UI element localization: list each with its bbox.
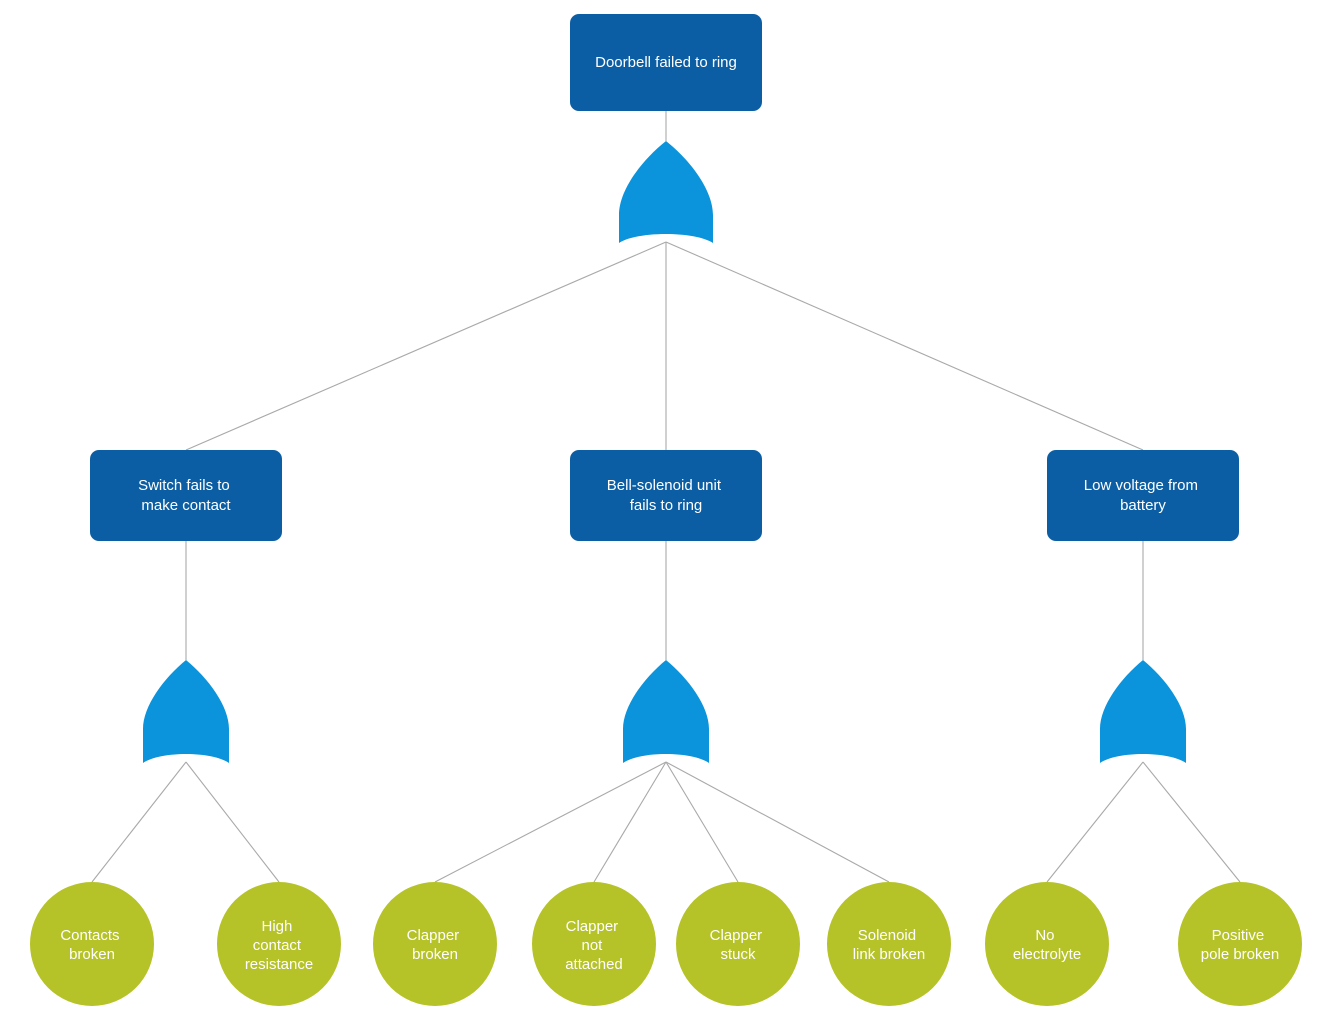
basic-event-high-contact-resistance[interactable]: High contact resistance	[217, 882, 341, 1006]
clapper-broken-circle[interactable]	[373, 882, 497, 1006]
or-gate-icon-top[interactable]	[619, 141, 713, 243]
solenoid-link-broken-circle[interactable]	[827, 882, 951, 1006]
connector-gate-bell-to-solenoid-link-broken	[665, 761, 890, 883]
connector-gate-switch-to-contacts-broken	[91, 761, 187, 883]
no-electrolyte-circle[interactable]	[985, 882, 1109, 1006]
clapper-not-attached-circle[interactable]	[532, 882, 656, 1006]
high-contact-resistance-label: High contact resistance	[245, 918, 313, 973]
positive-pole-broken-circle[interactable]	[1178, 882, 1302, 1006]
or-gate-icon-switch[interactable]	[143, 660, 229, 763]
basic-event-no-electrolyte[interactable]: No electrolyte	[985, 882, 1109, 1006]
basic-event-clapper-stuck[interactable]: Clapper stuck	[676, 882, 800, 1006]
connector-gate-battery-to-positive-pole-broken	[1142, 761, 1241, 883]
connector-gate-top-to-switch-fails	[185, 241, 667, 451]
top-event-box[interactable]	[570, 14, 762, 111]
connector-gate-bell-to-clapper-stuck	[665, 761, 739, 883]
or-gate-icon-bell[interactable]	[623, 660, 709, 763]
switch-fails-label: Switch fails to make contact	[138, 477, 234, 514]
positive-pole-broken-label: Positive pole broken	[1201, 927, 1279, 963]
low-voltage-label: Low voltage from battery	[1084, 477, 1202, 514]
clapper-not-attached-label: Clapper not attached	[565, 918, 623, 973]
top-event-label: Doorbell failed to ring	[595, 54, 737, 71]
intermediate-event-switch-fails[interactable]: Switch fails to make contact	[90, 450, 282, 541]
contacts-broken-circle[interactable]	[30, 882, 154, 1006]
connector-gate-switch-to-high-contact-resistance	[185, 761, 280, 883]
gate-top[interactable]	[619, 141, 713, 243]
switch-fails-box[interactable]	[90, 450, 282, 541]
contacts-broken-label: Contacts broken	[60, 927, 123, 963]
clapper-broken-label: Clapper broken	[407, 927, 464, 963]
connector-group	[91, 111, 1241, 883]
top-event-node[interactable]: Doorbell failed to ring	[570, 14, 762, 111]
gate-switch[interactable]	[143, 660, 229, 763]
basic-event-solenoid-link-broken[interactable]: Solenoid link broken	[827, 882, 951, 1006]
or-gate-icon-battery[interactable]	[1100, 660, 1186, 763]
connector-gate-battery-to-no-electrolyte	[1046, 761, 1144, 883]
connector-gate-bell-to-clapper-broken	[434, 761, 667, 883]
clapper-stuck-label: Clapper stuck	[710, 927, 767, 963]
gate-bell[interactable]	[623, 660, 709, 763]
clapper-stuck-circle[interactable]	[676, 882, 800, 1006]
basic-event-clapper-not-attached[interactable]: Clapper not attached	[532, 882, 656, 1006]
connector-gate-bell-to-clapper-not-attached	[593, 761, 667, 883]
intermediate-event-low-voltage[interactable]: Low voltage from battery	[1047, 450, 1239, 541]
basic-event-clapper-broken[interactable]: Clapper broken	[373, 882, 497, 1006]
no-electrolyte-label: No electrolyte	[1013, 927, 1081, 963]
intermediate-event-bell-solenoid[interactable]: Bell-solenoid unit fails to ring	[570, 450, 762, 541]
bell-solenoid-box[interactable]	[570, 450, 762, 541]
basic-event-contacts-broken[interactable]: Contacts broken	[30, 882, 154, 1006]
bell-solenoid-label: Bell-solenoid unit fails to ring	[607, 477, 725, 514]
gate-battery[interactable]	[1100, 660, 1186, 763]
solenoid-link-broken-label: Solenoid link broken	[853, 927, 926, 963]
high-contact-resistance-circle[interactable]	[217, 882, 341, 1006]
connector-gate-top-to-low-voltage	[665, 241, 1144, 451]
low-voltage-box[interactable]	[1047, 450, 1239, 541]
basic-event-positive-pole-broken[interactable]: Positive pole broken	[1178, 882, 1302, 1006]
